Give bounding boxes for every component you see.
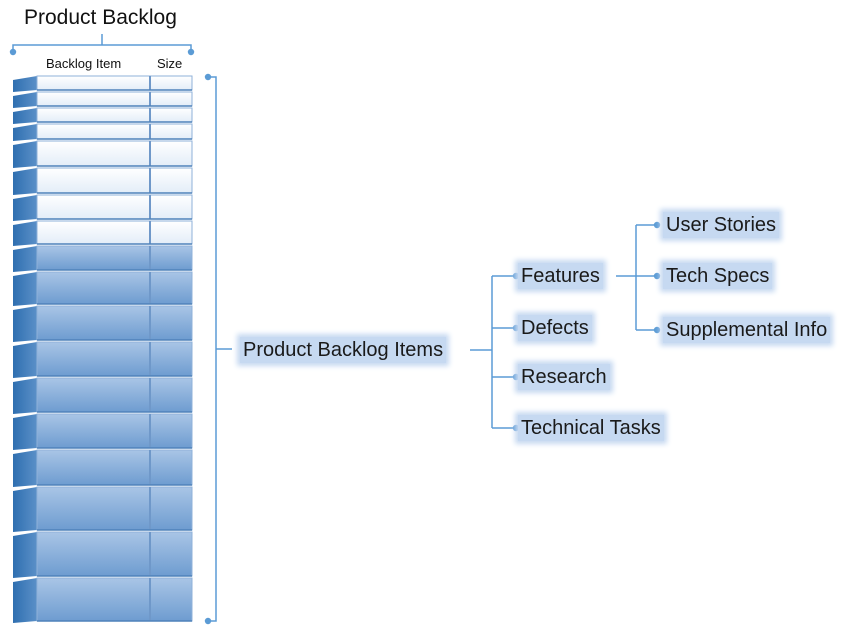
backlog-row: [13, 220, 193, 246]
backlog-row: [13, 531, 193, 578]
backlog-row: [13, 341, 193, 378]
node-category: Features: [518, 263, 603, 289]
backlog-row: [13, 245, 193, 272]
backlog-row: [13, 486, 193, 532]
backlog-row: [13, 75, 193, 92]
backlog-row: [13, 271, 193, 306]
backlog-row: [13, 449, 193, 487]
product-backlog-title: Product Backlog: [24, 6, 177, 29]
column-header-size: Size: [157, 56, 183, 71]
backlog-row: [13, 91, 193, 108]
node-feature-detail: Tech Specs: [663, 263, 773, 289]
backlog-row: [13, 577, 193, 623]
backlog-row: [13, 123, 193, 141]
backlog-row: [13, 167, 193, 195]
column-header-backlog-item: Backlog Item: [46, 56, 122, 71]
node-category: Research: [518, 364, 610, 390]
node-product-backlog-items: Product Backlog Items: [240, 337, 447, 363]
node-feature-detail: User Stories: [663, 212, 780, 238]
backlog-row: [13, 377, 193, 414]
backlog-row: [13, 140, 193, 168]
backlog-row: [13, 413, 193, 450]
backlog-row: [13, 305, 193, 342]
node-category: Technical Tasks: [518, 415, 664, 441]
backlog-row: [13, 107, 193, 124]
node-category: Defects: [518, 315, 592, 341]
backlog-row: [13, 194, 193, 221]
node-feature-detail: Supplemental Info: [663, 317, 831, 343]
